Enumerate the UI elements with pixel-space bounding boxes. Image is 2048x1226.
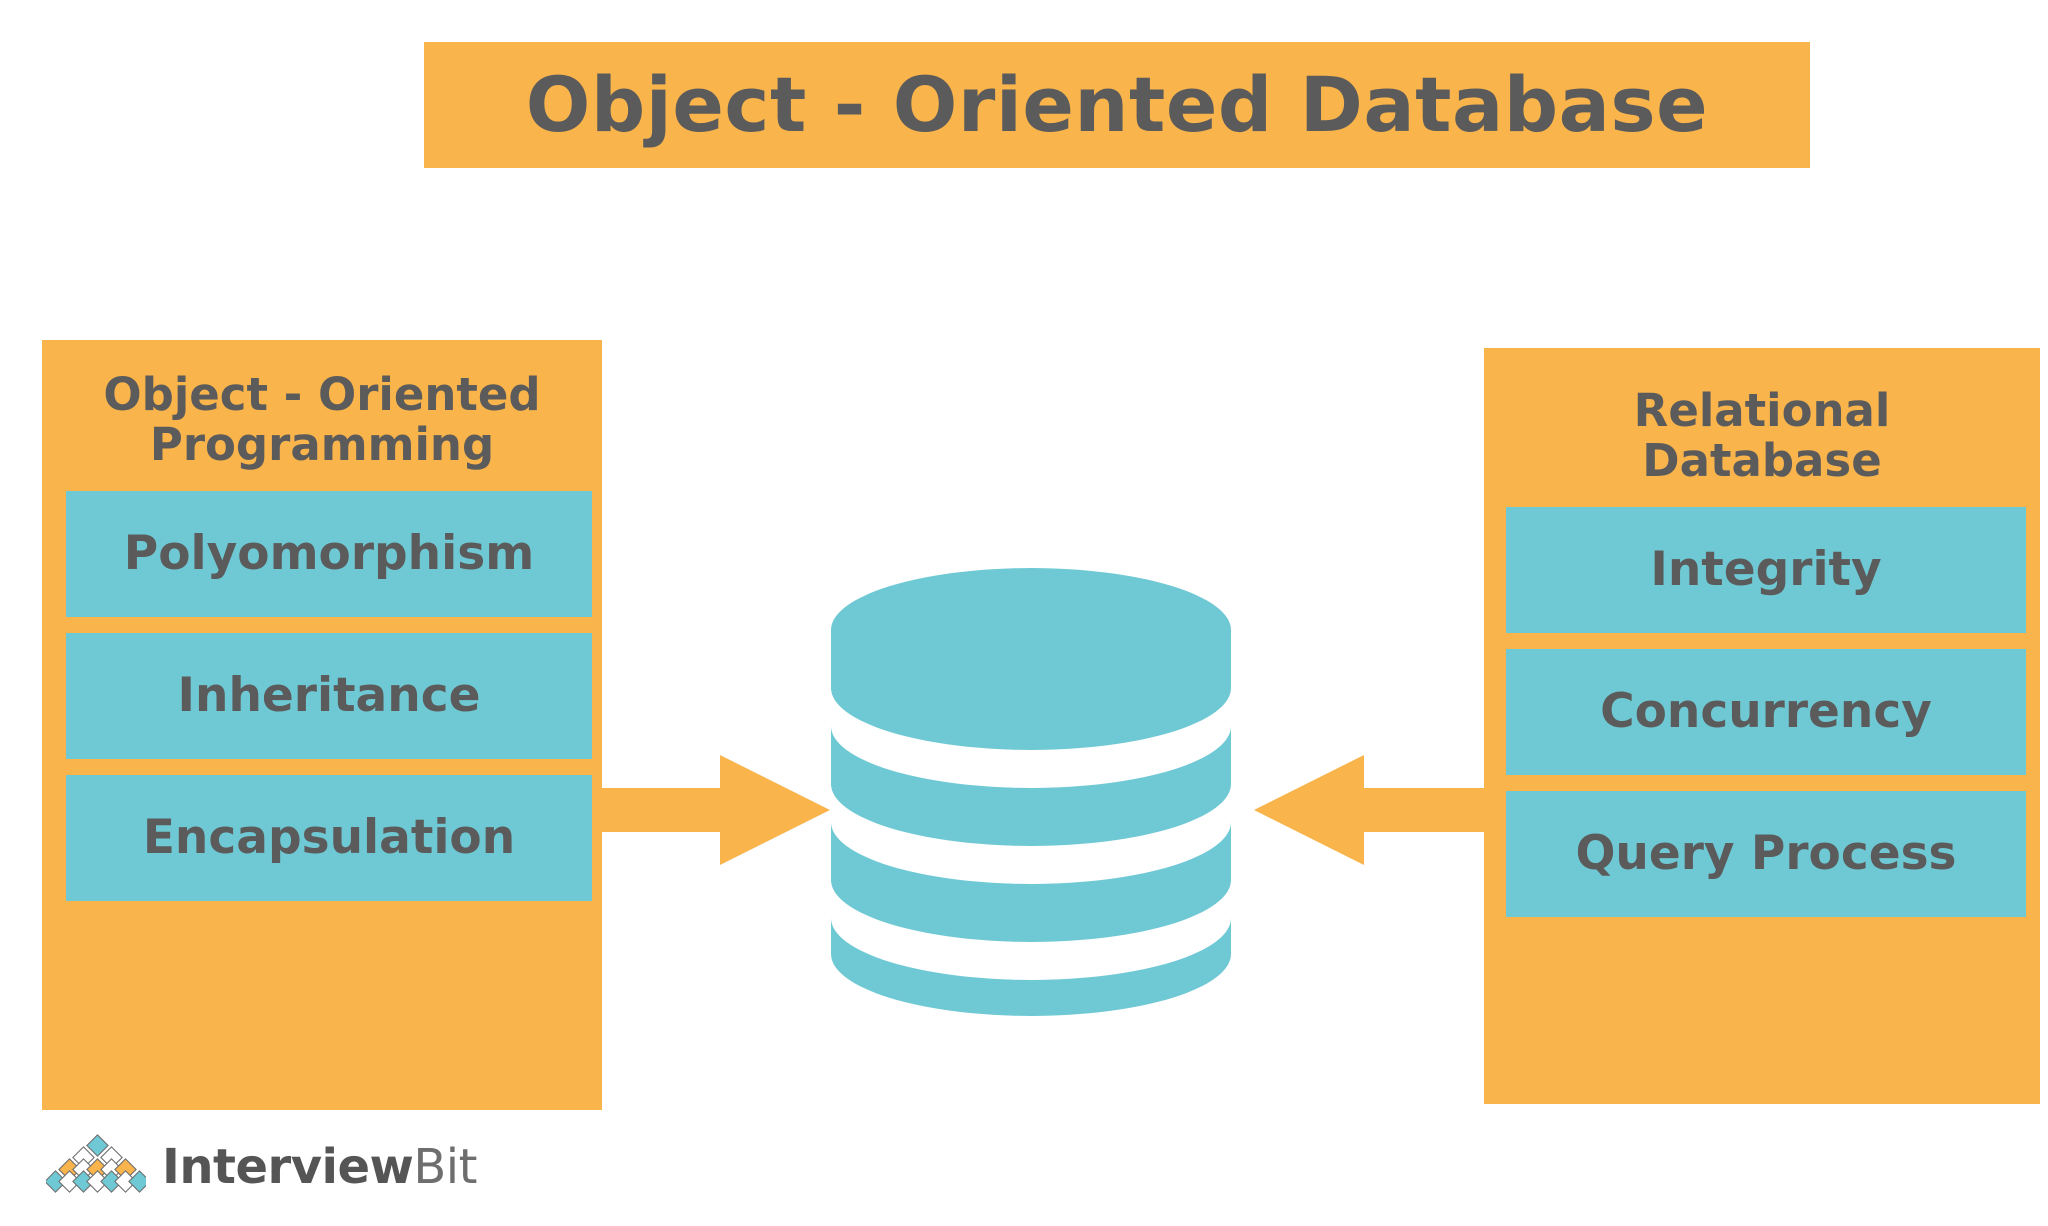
database-cylinder-icon xyxy=(826,568,1236,1018)
arrow-right-icon xyxy=(600,755,830,865)
chip-encapsulation[interactable]: Encapsulation xyxy=(66,774,592,901)
panel-right-heading: Relational Database xyxy=(1633,384,1891,488)
chip-integrity[interactable]: Integrity xyxy=(1506,506,2026,633)
arrow-left-icon xyxy=(1254,755,1484,865)
chip-polyomorphism[interactable]: Polyomorphism xyxy=(66,490,592,617)
panel-left-chip-stack: Polyomorphism Inheritance Encapsulation xyxy=(66,490,592,901)
interviewbit-wordmark: InterviewBit xyxy=(162,1143,477,1191)
chip-concurrency[interactable]: Concurrency xyxy=(1506,648,2026,775)
title-banner: Object - Oriented Database xyxy=(424,42,1810,168)
panel-left-heading: Object - Oriented Programming xyxy=(103,368,541,472)
panel-right-chip-stack: Integrity Concurrency Query Process xyxy=(1506,506,2026,917)
logo-word-interview: Interview xyxy=(162,1139,414,1195)
chip-inheritance[interactable]: Inheritance xyxy=(66,632,592,759)
logo-word-bit: Bit xyxy=(413,1139,477,1195)
panel-relational-database: Relational Database Integrity Concurrenc… xyxy=(1484,348,2040,1104)
panel-object-oriented-programming: Object - Oriented Programming Polyomorph… xyxy=(42,340,602,1110)
interviewbit-logo: InterviewBit xyxy=(46,1130,477,1204)
chip-query-process[interactable]: Query Process xyxy=(1506,790,2026,917)
page-title: Object - Oriented Database xyxy=(525,60,1709,149)
interviewbit-diamond-pyramid-icon xyxy=(46,1134,146,1200)
